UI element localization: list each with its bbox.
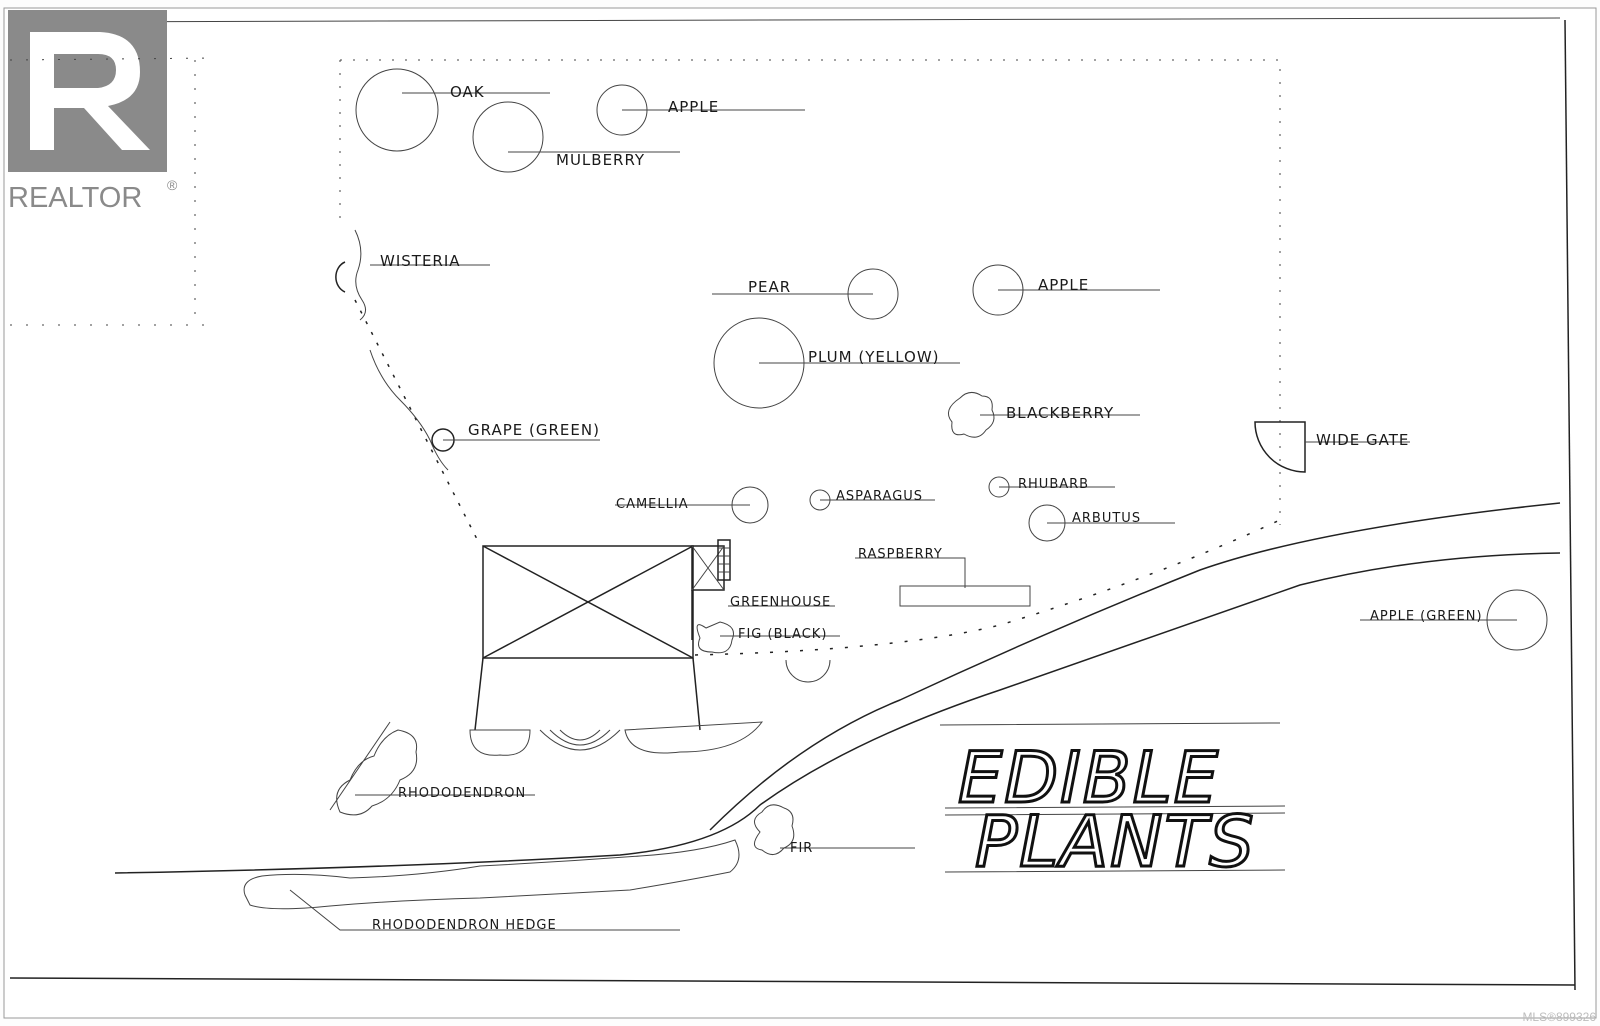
realtor-registered-mark: ®	[167, 177, 178, 193]
raspberry-leader	[855, 557, 966, 588]
house-roof-cross	[482, 545, 694, 659]
side-gate-arc	[785, 659, 831, 683]
road-edge-upper	[709, 502, 1561, 831]
right-frame-line	[1564, 19, 1576, 991]
rhododendron-hedge-shape	[243, 839, 740, 910]
label-fig: FIG (BLACK)	[738, 627, 827, 642]
label-rhododendron-hedge: RHODODENDRON HEDGE	[372, 918, 557, 933]
label-wisteria: WISTERIA	[380, 252, 461, 270]
title-line-2: PLANTS	[975, 801, 1256, 883]
title-line-1: EDIBLE	[958, 737, 1220, 819]
front-bed-right	[624, 721, 764, 754]
label-camellia: CAMELLIA	[616, 497, 689, 512]
label-rhododendron: RHODODENDRON	[398, 786, 526, 801]
label-apple-green: APPLE (GREEN)	[1370, 609, 1483, 624]
label-plum: PLUM (YELLOW)	[808, 348, 940, 366]
realtor-logo-text: REALTOR	[8, 182, 142, 214]
front-arch-1	[539, 729, 621, 751]
fig-tree	[696, 621, 734, 654]
label-apple-top: APPLE	[668, 98, 719, 116]
oak-tree	[355, 68, 439, 152]
house-structure	[474, 539, 731, 731]
front-arch-2	[549, 729, 611, 746]
label-arbutus: ARBUTUS	[1072, 511, 1141, 526]
label-rhubarb: RHUBARB	[1018, 477, 1089, 492]
house-roof-outline	[482, 545, 694, 659]
wisteria-vine	[354, 229, 366, 321]
rhododendron-hedge-leader	[289, 889, 680, 931]
label-pear: PEAR	[748, 278, 791, 296]
fir-tree	[754, 804, 795, 855]
fence-top-right	[340, 59, 1281, 525]
road-edge-lower	[114, 552, 1561, 874]
label-apple-mid: APPLE	[1038, 276, 1089, 294]
label-mulberry: MULBERRY	[556, 151, 645, 169]
label-asparagus: ASPARAGUS	[836, 489, 923, 504]
label-wide-gate: WIDE GATE	[1316, 431, 1409, 449]
greenhouse-steps	[717, 539, 731, 581]
realtor-logo: REALTOR ®	[8, 10, 178, 214]
front-arch-3	[559, 729, 601, 741]
raspberry-bed	[899, 585, 1031, 607]
greenhouse-box	[691, 545, 725, 591]
label-raspberry: RASPBERRY	[858, 547, 943, 562]
mls-watermark: MLS®899326	[1522, 1010, 1596, 1024]
sheet-border	[3, 7, 1597, 1019]
top-rule	[9, 17, 1561, 23]
greenhouse-step-lines	[718, 547, 730, 573]
wisteria-arch	[335, 261, 346, 293]
fence-diagonal	[354, 299, 481, 546]
mulberry-tree	[472, 101, 544, 173]
front-bed-left	[469, 729, 531, 756]
bottom-frame-line	[9, 977, 1576, 986]
blackberry-bush	[947, 392, 995, 438]
wide-gate-swing	[1254, 421, 1306, 473]
rhododendron-shrub	[329, 721, 418, 816]
label-greenhouse: GREENHOUSE	[730, 595, 831, 610]
realtor-r-icon	[30, 32, 150, 150]
label-oak: OAK	[450, 83, 485, 101]
house-walls	[474, 657, 701, 731]
label-fir: FIR	[790, 841, 813, 856]
title-rules	[939, 722, 1286, 873]
label-blackberry: BLACKBERRY	[1006, 404, 1114, 422]
grape-vine	[369, 349, 449, 471]
label-grape: GRAPE (GREEN)	[468, 421, 600, 439]
